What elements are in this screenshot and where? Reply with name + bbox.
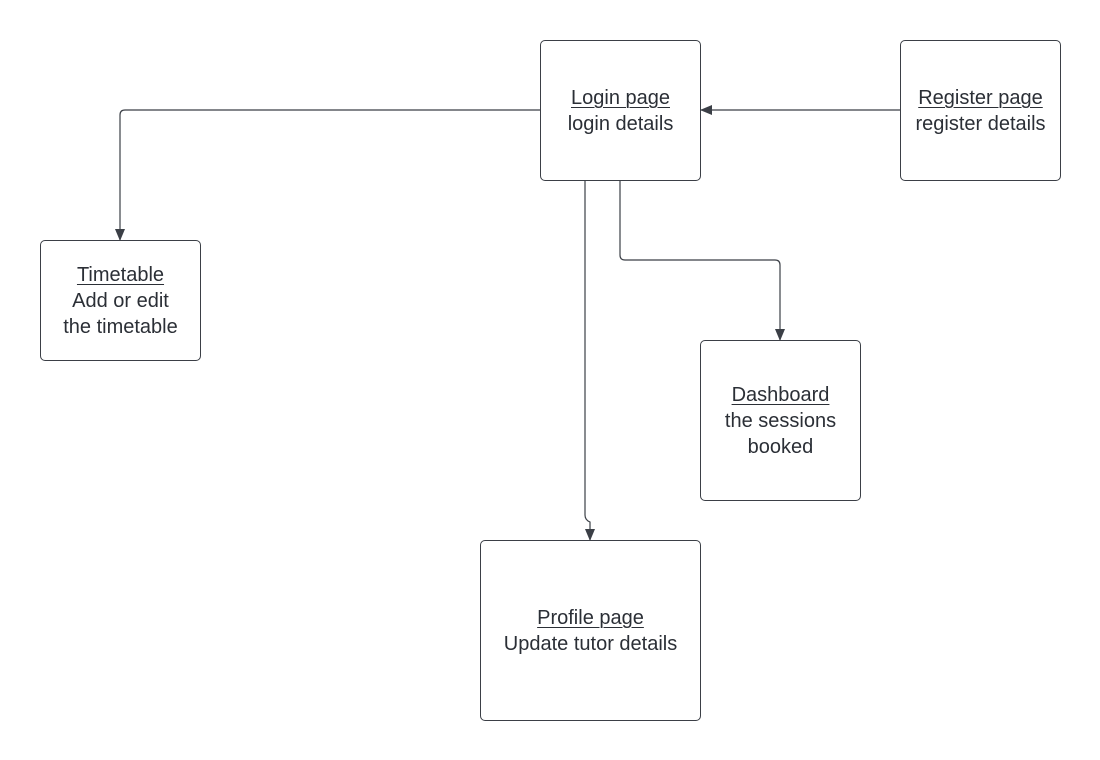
dashboard-description: the sessions booked bbox=[724, 409, 837, 458]
register-page-title: Register page bbox=[918, 86, 1043, 109]
profile-page-node[interactable]: Profile page Update tutor details bbox=[480, 540, 701, 721]
dashboard-node[interactable]: Dashboard the sessions booked bbox=[700, 340, 861, 501]
timetable-node[interactable]: Timetable Add or edit the timetable bbox=[40, 240, 201, 361]
edge-login-to-profile[interactable] bbox=[584, 181, 595, 541]
dashboard-title: Dashboard bbox=[731, 383, 830, 406]
register-page-node[interactable]: Register page register details bbox=[900, 40, 1061, 181]
profile-page-title: Profile page bbox=[537, 606, 644, 629]
edge-login-to-timetable[interactable] bbox=[115, 109, 540, 241]
edge-login-to-dashboard[interactable] bbox=[619, 181, 785, 341]
profile-page-description: Update tutor details bbox=[503, 632, 678, 655]
timetable-description: Add or edit the timetable bbox=[63, 289, 178, 338]
login-page-node[interactable]: Login page login details bbox=[540, 40, 701, 181]
timetable-title: Timetable bbox=[76, 263, 165, 286]
login-page-description: login details bbox=[567, 112, 674, 135]
register-page-description: register details bbox=[915, 112, 1046, 135]
login-page-title: Login page bbox=[571, 86, 670, 109]
